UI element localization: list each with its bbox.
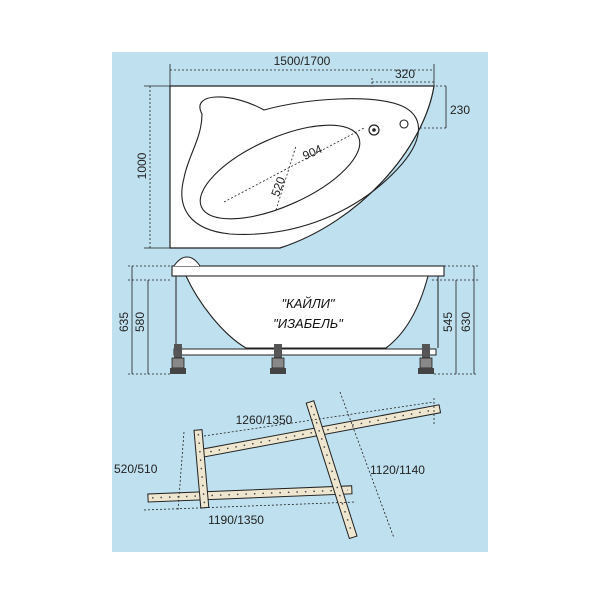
tub-body-side (185, 275, 429, 349)
dim-bowl-width-text: 520 (268, 175, 288, 199)
drawing-panel: 1500/1700 320 230 1000 904 520 (112, 52, 488, 552)
dim-cross-right-text: 1120/1140 (370, 463, 425, 477)
dim-line-cross-right (339, 391, 395, 539)
frame-base-bar (173, 348, 437, 356)
bathtub-technical-drawing: 1500/1700 320 230 1000 904 520 (112, 52, 488, 552)
dim-line-bowl-width (275, 145, 297, 211)
dim-drain-text: 230 (450, 103, 470, 117)
foot-right (418, 344, 434, 374)
frame-rail-lower (147, 485, 353, 503)
side-view: "КАЙЛИ" "ИЗАБЕЛЬ" 635 580 545 630 (117, 256, 478, 375)
tub-bowl (199, 124, 361, 220)
dim-total-height-left-text: 635 (117, 312, 131, 332)
dim-cross-left-text: 520/510 (114, 462, 158, 476)
frame-cross-right (305, 400, 358, 540)
dim-depth-text: 1000 (135, 152, 149, 179)
dim-rail-bottom-text: 1190/1350 (208, 513, 264, 527)
dim-offset-text: 320 (395, 67, 415, 81)
model-name-1: "КАЙЛИ" (281, 295, 335, 311)
dim-tub-height-right-text: 545 (441, 312, 455, 332)
model-name-2: "ИЗАБЕЛЬ" (273, 316, 344, 331)
dim-tub-height-left-text: 580 (133, 312, 147, 332)
dim-line-cross-left (177, 431, 185, 511)
dim-width-text: 1500/1700 (274, 54, 331, 68)
frame-view: 1260/1350 520/510 1120/1140 1190/1350 (114, 391, 442, 540)
dim-total-height-right-text: 630 (459, 312, 473, 332)
tub-outline-top (169, 85, 435, 249)
overflow-icon (399, 119, 409, 129)
foot-center (270, 344, 286, 374)
dim-line-rail-top (203, 401, 435, 437)
tub-rim-side (171, 265, 445, 277)
top-view: 1500/1700 320 230 1000 904 520 (135, 54, 470, 249)
dim-rail-top-text: 1260/1350 (236, 413, 293, 427)
tub-inner-rim (181, 96, 419, 235)
dim-line-rail-bottom (143, 501, 357, 511)
foot-left (170, 344, 186, 374)
